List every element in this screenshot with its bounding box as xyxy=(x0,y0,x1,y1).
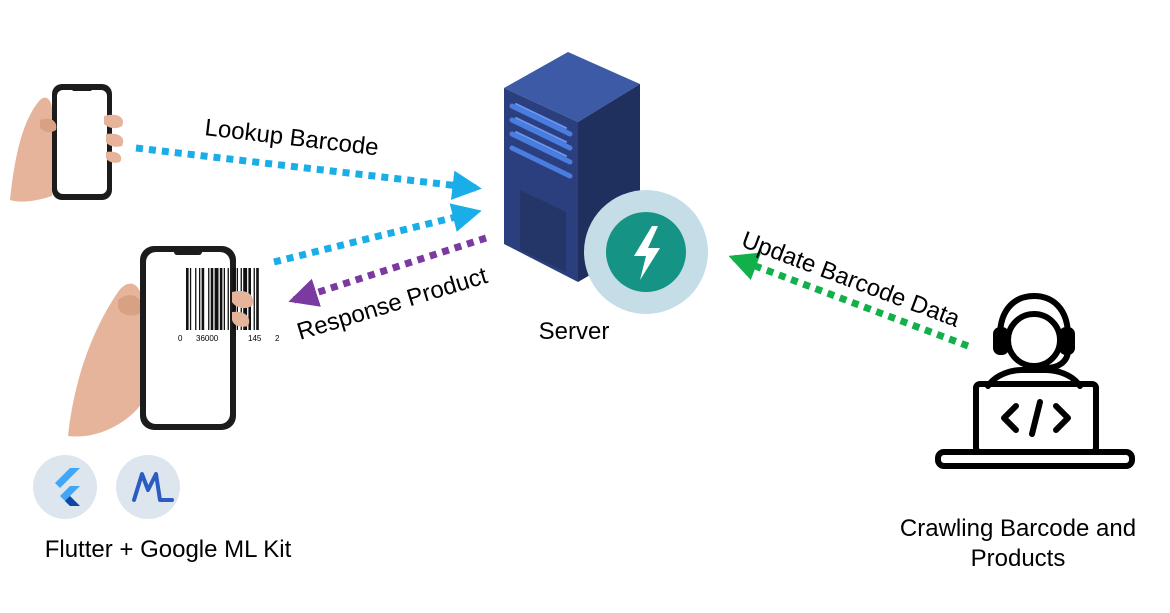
barcode-bar xyxy=(210,268,214,330)
developer-laptop-icon xyxy=(935,293,1135,469)
fastapi-lightning-icon xyxy=(584,190,708,314)
barcode-bar xyxy=(223,268,225,330)
barcode-bar xyxy=(195,268,197,330)
response-product-label: Response Product xyxy=(294,262,491,346)
update-arrow xyxy=(728,252,970,350)
lookup-barcode-label: Lookup Barcode xyxy=(203,114,380,161)
server-label: Server xyxy=(539,318,610,345)
barcode-bar xyxy=(199,268,201,330)
barcode-digits-right: 145 xyxy=(248,334,262,343)
barcode-digit-end: 2 xyxy=(275,334,280,343)
ml-kit-logo-icon xyxy=(116,455,180,519)
barcode-bar xyxy=(227,268,229,330)
barcode-bar xyxy=(256,268,259,330)
crawler-label-line2: Products xyxy=(971,545,1066,572)
hand-phone-icon xyxy=(10,84,124,202)
crawler-label-line1: Crawling Barcode and xyxy=(900,515,1136,542)
lookup-arrow-bottom xyxy=(273,203,482,266)
barcode-bar xyxy=(253,268,255,330)
lookup-arrow-top xyxy=(135,144,482,200)
barcode-bar xyxy=(208,268,210,330)
barcode-bar xyxy=(186,268,189,330)
update-barcode-data-label: Update Barcode Data xyxy=(738,226,964,333)
barcode-digits-middle: 36000 xyxy=(196,334,219,343)
barcode-digit-left: 0 xyxy=(178,334,183,343)
flutter-logo-icon xyxy=(33,455,97,519)
barcode-bar xyxy=(189,268,192,330)
client-label: Flutter + Google ML Kit xyxy=(45,536,292,563)
barcode-bar xyxy=(214,268,219,330)
barcode-bar xyxy=(201,268,205,330)
barcode-bar xyxy=(219,268,223,330)
hand-phone-barcode-icon: 0 36000 145 2 xyxy=(68,246,280,437)
